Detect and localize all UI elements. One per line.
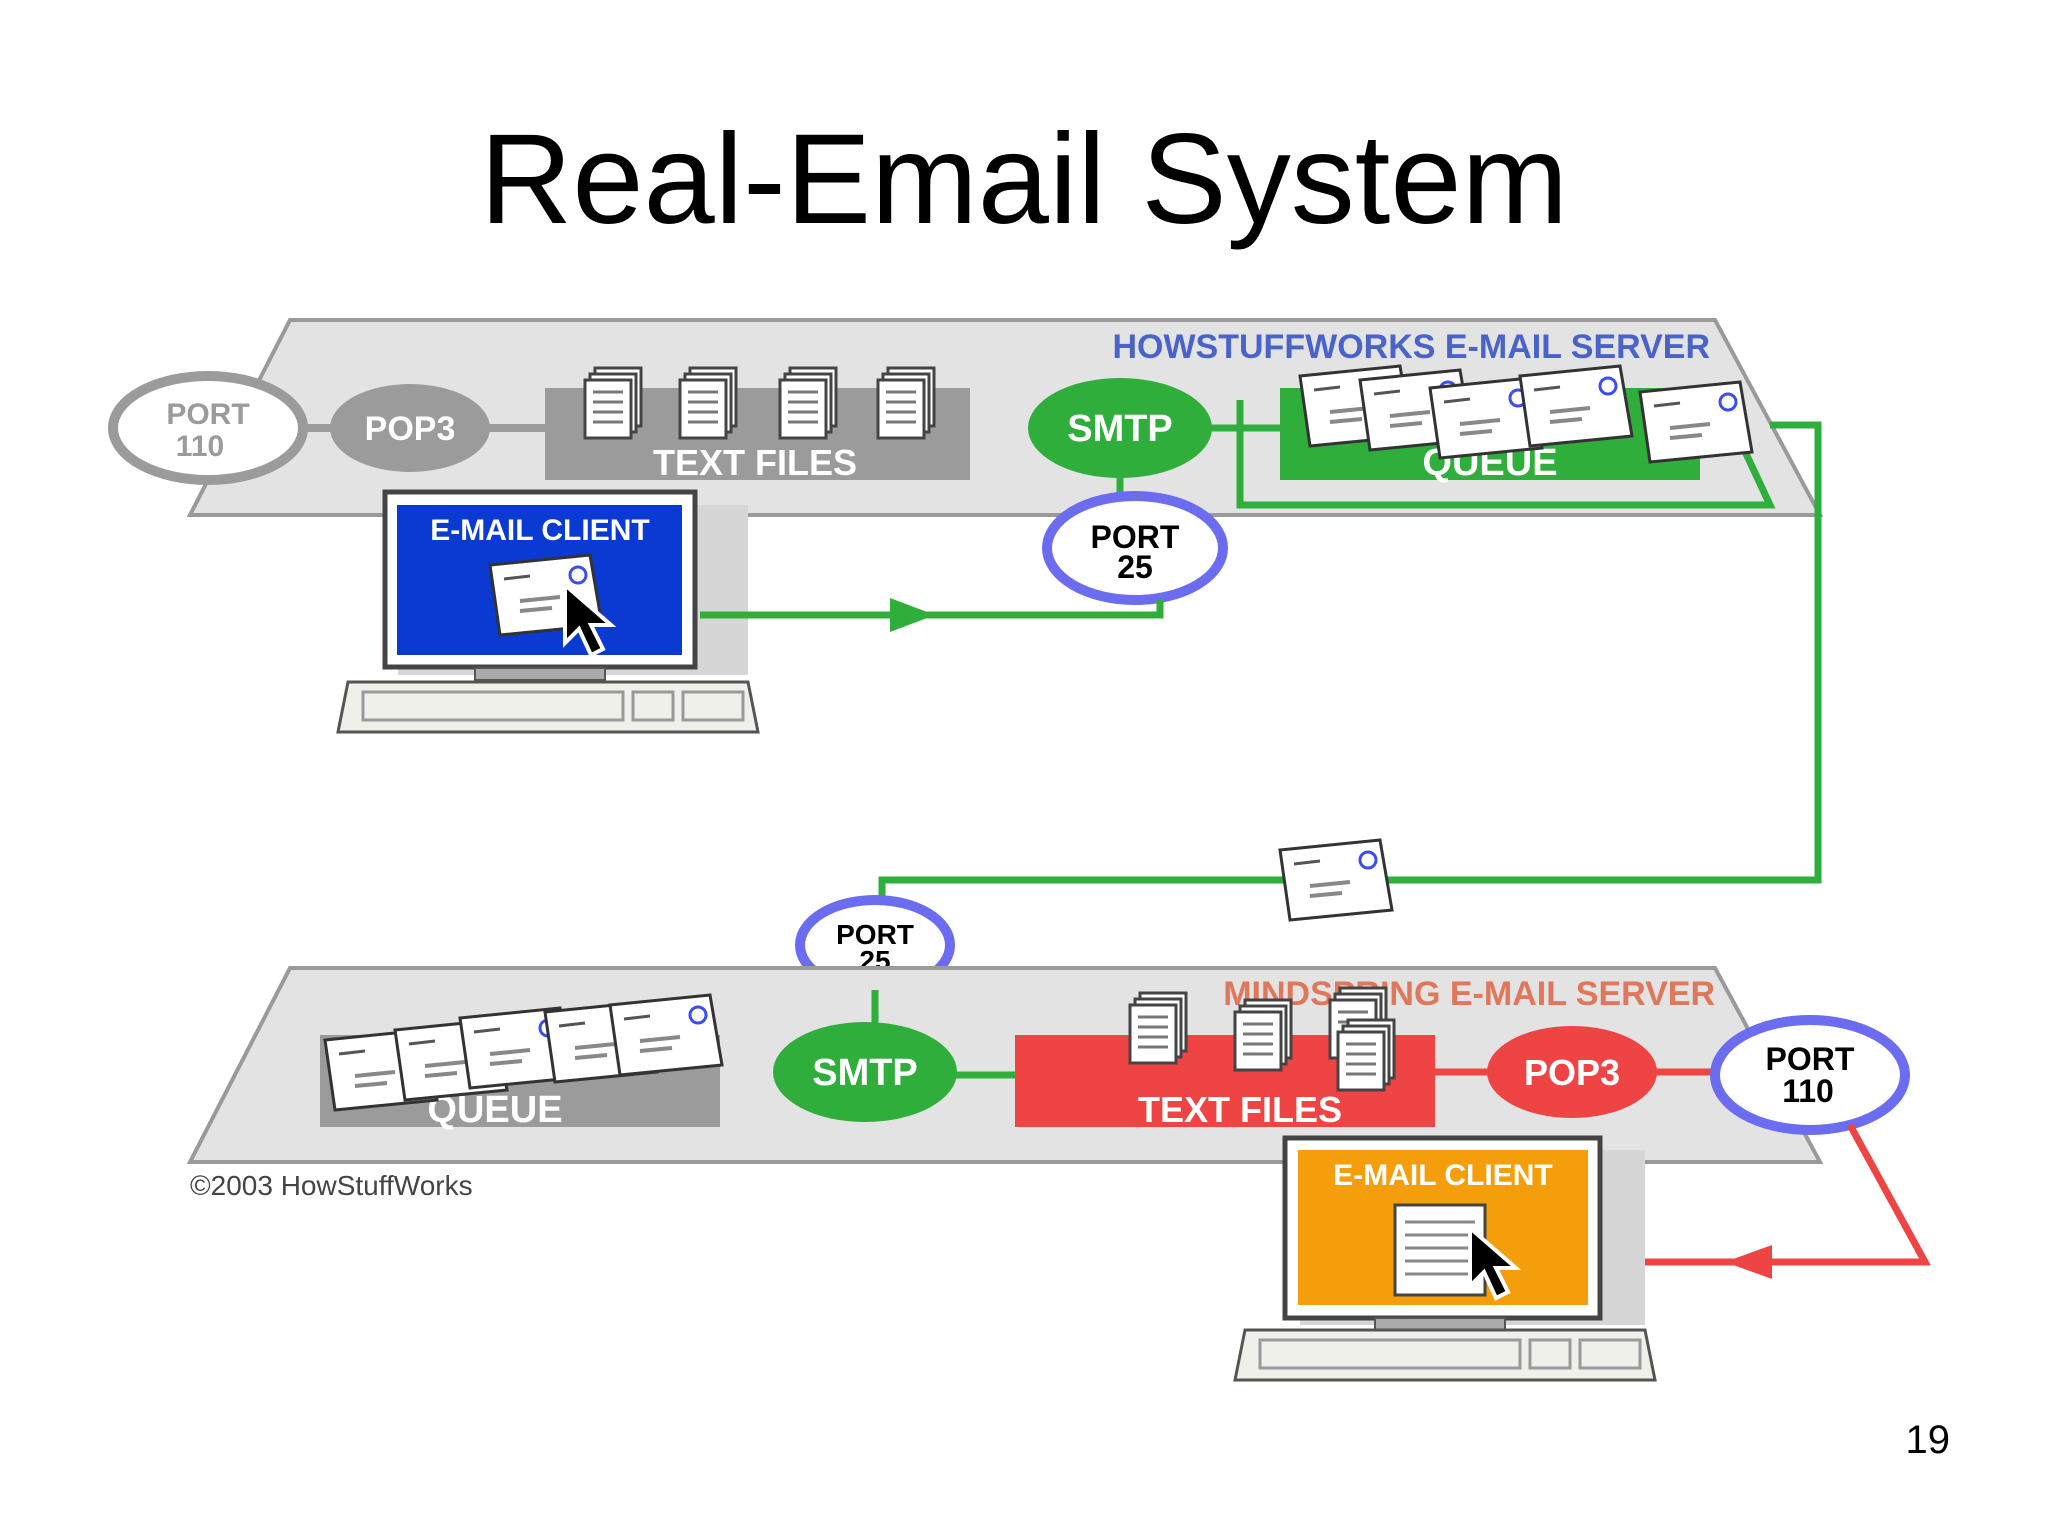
bottom-monitor-stand [1374, 1317, 1506, 1331]
top-smtp-badge [1028, 378, 1212, 478]
top-port110-line2: 110 [176, 430, 224, 463]
bottom-smtp-badge [773, 1022, 957, 1122]
top-queue-outline [1236, 400, 1776, 509]
inter-server-path [878, 421, 1822, 920]
bottom-pop3-badge [1487, 1026, 1657, 1118]
copyright-notice: ©2003 HowStuffWorks [190, 1170, 473, 1201]
bottom-server: MINDSPRING E-MAIL SERVER QUEUE SMTP TEXT… [186, 966, 1824, 1164]
top-email-client-label: E-MAIL CLIENT [430, 514, 649, 547]
top-smtp-label: SMTP [1067, 408, 1173, 450]
top-monitor-stand [474, 667, 606, 681]
top-text-files-label: TEXT FILES [653, 442, 857, 483]
arrow-icon [890, 598, 935, 632]
bottom-server-title: MINDSPRING E-MAIL SERVER [1223, 975, 1715, 1013]
bottom-text-files-label: TEXT FILES [1138, 1089, 1342, 1130]
top-port110-badge [108, 371, 308, 485]
top-port25-badge [1042, 491, 1228, 605]
top-server-title: HOWSTUFFWORKS E-MAIL SERVER [1112, 328, 1710, 366]
bottom-port110-line1: PORT [1766, 1041, 1855, 1077]
bottom-port110-badge [1710, 1015, 1910, 1135]
top-client-to-port25-path [700, 600, 1164, 619]
bottom-port110-to-client-path [1610, 1123, 1931, 1266]
top-pop3-label: POP3 [365, 410, 456, 448]
bottom-smtp-label: SMTP [812, 1052, 918, 1094]
keyboard-icon [1233, 1328, 1657, 1382]
bottom-email-client-label: E-MAIL CLIENT [1333, 1159, 1552, 1192]
top-port25-line2: 25 [1117, 549, 1153, 585]
bottom-pop3-label: POP3 [1524, 1052, 1620, 1093]
top-pop3-badge [330, 384, 490, 472]
top-server: HOWSTUFFWORKS E-MAIL SERVER TEXT FILES P… [108, 318, 1824, 517]
keyboard-icon [336, 680, 760, 734]
top-email-client-computer: E-MAIL CLIENT [336, 489, 760, 734]
top-port110-line1: PORT [166, 398, 249, 431]
page-number: 19 [1905, 1418, 1951, 1462]
bottom-email-client-computer: E-MAIL CLIENT [1233, 1135, 1657, 1382]
bottom-port110-line2: 110 [1782, 1073, 1834, 1109]
top-port25-line1: PORT [1091, 519, 1180, 555]
bottom-port25-line1: PORT [836, 919, 914, 950]
slide-title: Real-Email System [479, 108, 1569, 251]
arrow-icon [1725, 1245, 1772, 1279]
envelope-icon [1278, 838, 1394, 922]
